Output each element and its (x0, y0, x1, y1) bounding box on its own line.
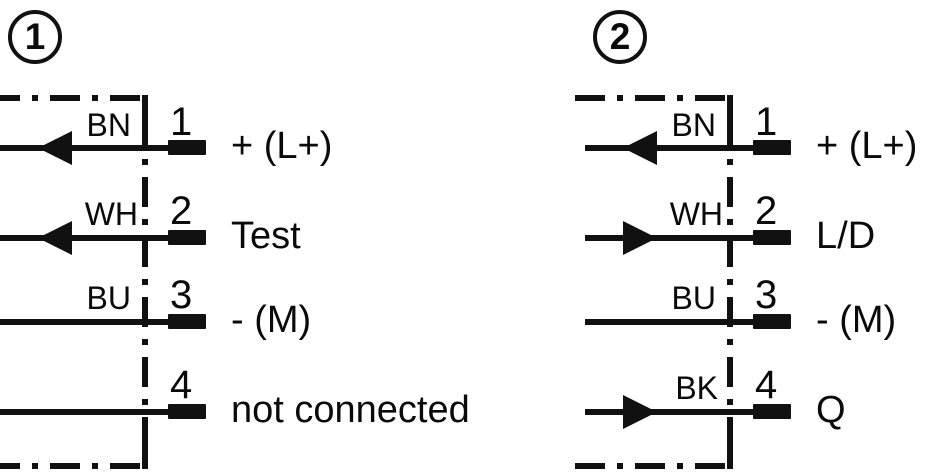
housing-top-edge (0, 95, 142, 101)
signal-direction-arrow-left (38, 221, 72, 255)
pin-number: 1 (170, 100, 193, 144)
wire-line (0, 409, 172, 415)
pin-function-label: + (L+) (231, 125, 333, 167)
pin-number: 3 (755, 273, 778, 317)
pin-number: 1 (755, 100, 778, 144)
terminal-pin-stub (753, 314, 791, 329)
pin-function-label: L/D (816, 215, 876, 257)
terminal-pin-stub (753, 140, 791, 155)
terminal-pin-stub (168, 230, 206, 245)
wire-color-code: BN (671, 107, 716, 143)
housing-bottom-edge (575, 463, 727, 469)
terminal-pin-stub (753, 404, 791, 419)
wire-color-code: BK (675, 370, 718, 406)
diagram-index-badge-1: 1 (8, 10, 62, 64)
pin-number: 3 (170, 273, 193, 317)
wire-line (585, 409, 757, 415)
housing-bottom-right-corner (727, 447, 733, 469)
pin-function-label: Q (816, 389, 846, 431)
pin-function-label: + (L+) (816, 125, 918, 167)
pin-number: 4 (170, 363, 193, 407)
pin-number: 2 (170, 189, 193, 233)
pin-function-label: - (M) (231, 299, 312, 341)
diagram-index-label: 1 (24, 15, 46, 57)
terminal-pin-stub (168, 140, 206, 155)
signal-direction-arrow-left (38, 131, 72, 165)
wiring-diagram-1: 1 BN 1 + (L+) WH 2 Test BU 3 - (M) (0, 10, 470, 469)
housing-right-edge (727, 117, 733, 447)
terminal-pin-stub (753, 230, 791, 245)
housing-bottom-edge (0, 463, 142, 469)
pin-function-label: not connected (231, 389, 470, 431)
signal-direction-arrow-right (623, 395, 657, 429)
wire-line (585, 319, 757, 325)
wire-line (585, 235, 757, 241)
wire-color-code: BU (671, 280, 716, 316)
housing-top-right-corner (727, 95, 733, 117)
wire-line (0, 145, 172, 151)
housing-top-edge (575, 95, 727, 101)
wire-color-code: WH (669, 196, 723, 232)
housing-bottom-right-corner (142, 447, 148, 469)
pin-number: 4 (755, 363, 778, 407)
wire-color-code: BU (86, 280, 131, 316)
pin-number: 2 (755, 189, 778, 233)
wire-line (0, 319, 172, 325)
housing-right-edge (142, 117, 148, 447)
signal-direction-arrow-left (623, 131, 657, 165)
diagram-index-label: 2 (609, 15, 631, 57)
diagram-index-badge-2: 2 (593, 10, 647, 64)
wire-color-code: BN (86, 107, 131, 143)
housing-top-right-corner (142, 95, 148, 117)
wire-line (585, 145, 757, 151)
pin-function-label: - (M) (816, 299, 897, 341)
wire-line (0, 235, 172, 241)
wiring-diagram-2: 2 BN 1 + (L+) WH 2 L/D BU 3 - (M) (575, 0, 940, 473)
terminal-pin-stub (168, 314, 206, 329)
pin-function-label: Test (231, 215, 301, 257)
wire-color-code: WH (84, 196, 138, 232)
signal-direction-arrow-right (623, 221, 657, 255)
terminal-pin-stub (168, 404, 206, 419)
